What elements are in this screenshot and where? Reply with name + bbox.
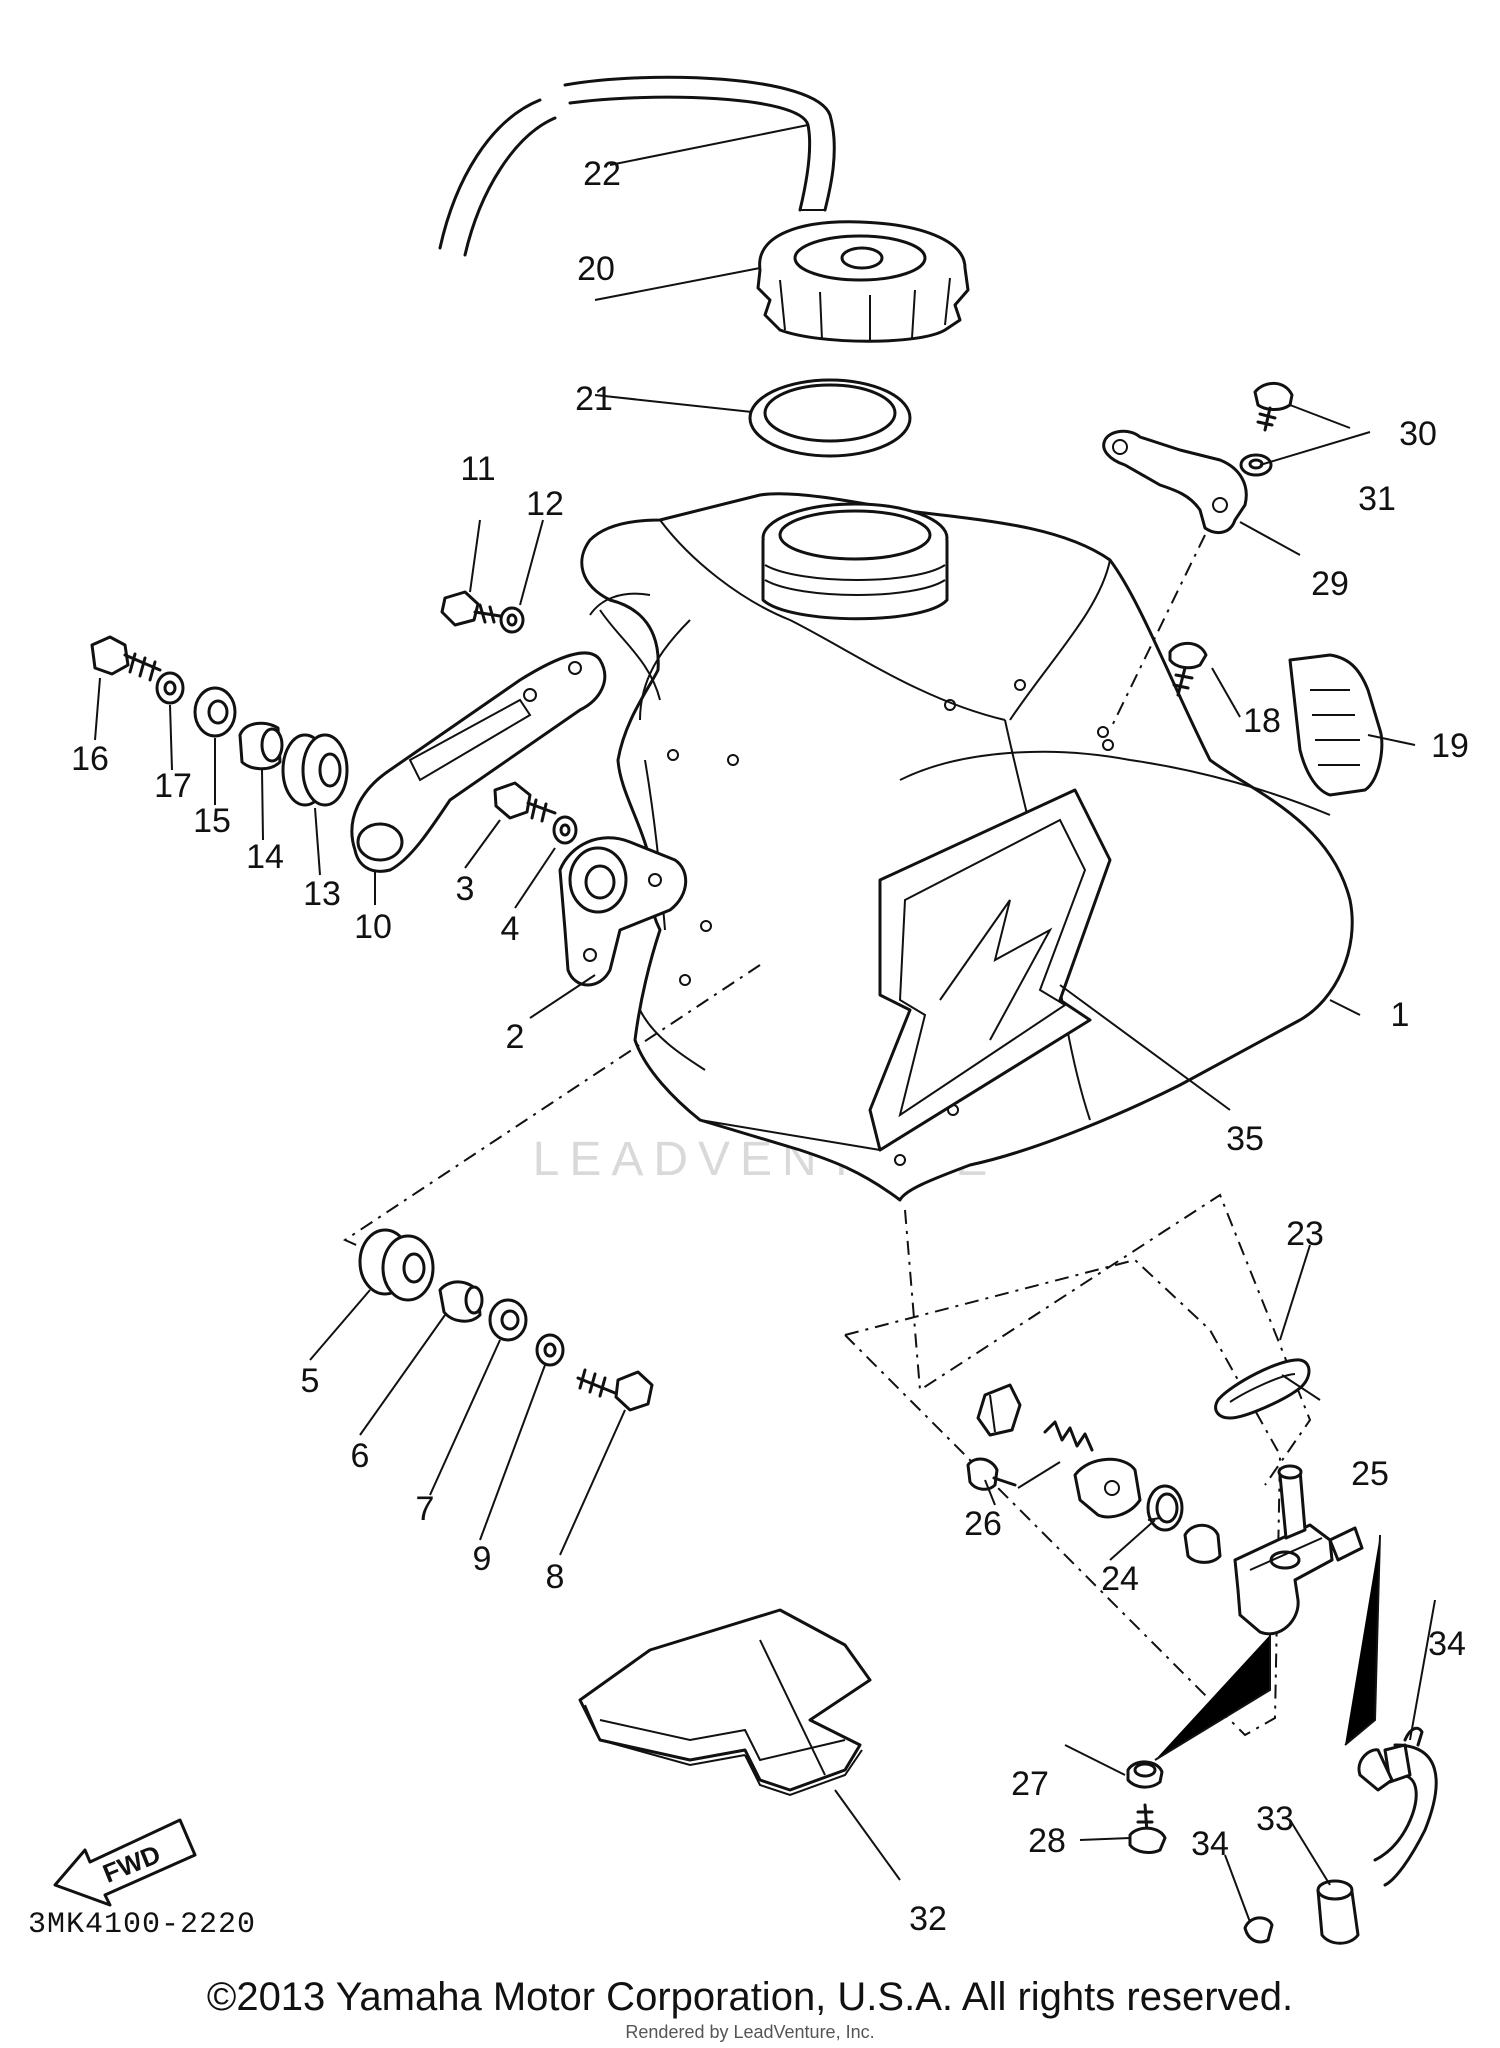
joint-33 xyxy=(1316,1879,1360,1945)
part-labels: 1 2 3 4 5 6 7 8 9 10 11 12 13 14 15 16 1… xyxy=(71,155,1469,1938)
fuel-cock-boundary xyxy=(844,1258,1282,1737)
bolt-30 xyxy=(1253,381,1294,432)
part-label-32: 32 xyxy=(909,1900,947,1938)
leader-cock-34 xyxy=(1344,1534,1381,1746)
bolt-3 xyxy=(493,781,557,823)
washer-4 xyxy=(552,815,578,845)
part-label-28: 28 xyxy=(1028,1822,1066,1860)
hose-clip-34-bottom xyxy=(1243,1916,1274,1944)
part-label-1: 1 xyxy=(1391,996,1410,1034)
collar-14 xyxy=(238,721,284,771)
part-label-15: 15 xyxy=(193,802,231,840)
part-label-34-top: 34 xyxy=(1428,1625,1466,1663)
part-label-3: 3 xyxy=(456,870,475,908)
renderer-credit: Rendered by LeadVenture, Inc. xyxy=(625,2022,875,2042)
bolt-18 xyxy=(1168,641,1208,697)
side-bracket xyxy=(350,651,607,873)
part-label-21: 21 xyxy=(575,380,613,418)
part-label-20: 20 xyxy=(577,250,615,288)
front-bracket xyxy=(558,836,688,987)
part-label-12: 12 xyxy=(526,485,564,523)
fuel-hose xyxy=(1357,1743,1438,1887)
washer-17 xyxy=(155,671,185,705)
part-label-11: 11 xyxy=(460,450,495,488)
part-label-35: 35 xyxy=(1226,1120,1264,1158)
washer-9 xyxy=(535,1333,565,1367)
leader-lines xyxy=(94,124,1436,1923)
oring-24 xyxy=(1146,1484,1184,1532)
part-label-4: 4 xyxy=(501,910,520,948)
part-label-10: 10 xyxy=(354,908,392,946)
part-label-8: 8 xyxy=(546,1558,565,1596)
part-label-16: 16 xyxy=(71,740,109,778)
cap-gasket xyxy=(748,378,912,458)
bolt-8 xyxy=(576,1368,654,1412)
washer-7 xyxy=(488,1298,528,1342)
part-label-9: 9 xyxy=(473,1540,492,1578)
part-label-27: 27 xyxy=(1011,1765,1049,1803)
leader-cock-27 xyxy=(1154,1635,1271,1761)
part-label-6: 6 xyxy=(351,1437,370,1475)
grommet-13 xyxy=(281,733,349,807)
part-label-17: 17 xyxy=(154,767,192,805)
assembly-line-right xyxy=(904,1193,1312,1486)
part-label-33: 33 xyxy=(1256,1800,1294,1838)
cock-spring xyxy=(1043,1420,1094,1452)
assembly-line-clip xyxy=(1109,534,1206,731)
washer-12 xyxy=(499,606,525,634)
part-label-25: 25 xyxy=(1351,1455,1389,1493)
part-label-14: 14 xyxy=(246,838,284,876)
part-label-31: 31 xyxy=(1358,480,1396,518)
fuel-cap xyxy=(756,220,970,343)
rear-plate xyxy=(1288,653,1384,797)
part-label-24: 24 xyxy=(1101,1560,1139,1598)
part-label-34-bottom: 34 xyxy=(1191,1825,1229,1863)
part-label-26: 26 xyxy=(964,1505,1002,1543)
part-label-30: 30 xyxy=(1399,415,1437,453)
vent-hose xyxy=(438,75,836,257)
fuel-cock-body xyxy=(1233,1464,1364,1636)
grommet-5 xyxy=(358,1228,435,1302)
part-label-23: 23 xyxy=(1286,1215,1324,1253)
copyright-notice: ©2013 Yamaha Motor Corporation, U.S.A. A… xyxy=(206,1975,1294,2019)
washer-31 xyxy=(1239,453,1273,477)
washer-15 xyxy=(193,686,237,738)
cock-nut xyxy=(976,1383,1022,1437)
tank-clip xyxy=(1102,429,1248,534)
collar-6 xyxy=(438,1280,484,1323)
tank-cover-32 xyxy=(578,1608,872,1797)
filter-cap xyxy=(1183,1523,1222,1564)
part-label-22: 22 xyxy=(583,155,621,193)
part-label-2: 2 xyxy=(506,1018,525,1056)
screw-28 xyxy=(1128,1803,1167,1854)
part-label-18: 18 xyxy=(1243,702,1281,740)
fwd-arrow: FWD xyxy=(53,1818,197,1907)
hose-clip-34-top xyxy=(1403,1726,1424,1747)
gasket-25 xyxy=(1214,1358,1311,1420)
part-label-19: 19 xyxy=(1431,727,1469,765)
cock-plate xyxy=(1073,1457,1142,1519)
screw-26 xyxy=(966,1457,1017,1491)
figure-code: 3MK4100-2220 xyxy=(28,1908,257,1942)
leader-26b xyxy=(1017,1461,1061,1489)
drain-27 xyxy=(1126,1760,1164,1789)
bolt-11 xyxy=(440,590,502,627)
part-label-13: 13 xyxy=(303,875,341,913)
tank-emblem xyxy=(868,788,1112,1152)
part-label-5: 5 xyxy=(301,1362,320,1400)
part-label-29: 29 xyxy=(1311,565,1349,603)
bolt-16 xyxy=(90,635,162,682)
part-label-7: 7 xyxy=(416,1490,435,1528)
